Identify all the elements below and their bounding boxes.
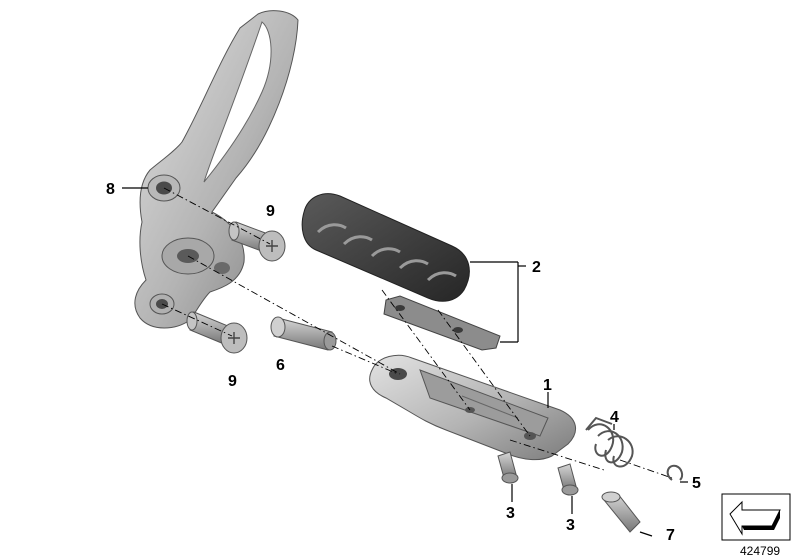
callout-5: 5 bbox=[692, 475, 701, 492]
assembly-axes bbox=[161, 187, 673, 479]
callout-8: 8 bbox=[106, 181, 115, 198]
pin bbox=[270, 316, 337, 351]
callout-3-left: 3 bbox=[506, 505, 515, 522]
reference-number: 424799 bbox=[740, 544, 780, 558]
callout-1: 1 bbox=[543, 377, 552, 394]
callout-2: 2 bbox=[532, 259, 541, 276]
callout-4: 4 bbox=[610, 409, 619, 426]
screw-left bbox=[497, 451, 519, 484]
bolt-lower bbox=[186, 311, 248, 354]
footrest-bracket bbox=[134, 10, 299, 329]
orientation-box bbox=[721, 493, 791, 541]
footpeg bbox=[369, 354, 576, 461]
spring bbox=[585, 416, 634, 468]
pivot-pin bbox=[601, 491, 641, 533]
pad-plate bbox=[383, 295, 501, 351]
circlip bbox=[666, 464, 684, 481]
bolt-upper bbox=[228, 221, 286, 262]
callout-3-right: 3 bbox=[566, 517, 575, 534]
callout-9-lower: 9 bbox=[228, 373, 237, 390]
rubber-pad bbox=[301, 193, 470, 302]
screw-right bbox=[557, 463, 579, 496]
callout-7: 7 bbox=[666, 527, 675, 544]
callout-6: 6 bbox=[276, 357, 285, 374]
leader-lines bbox=[122, 187, 688, 537]
callout-9-upper: 9 bbox=[266, 203, 275, 220]
